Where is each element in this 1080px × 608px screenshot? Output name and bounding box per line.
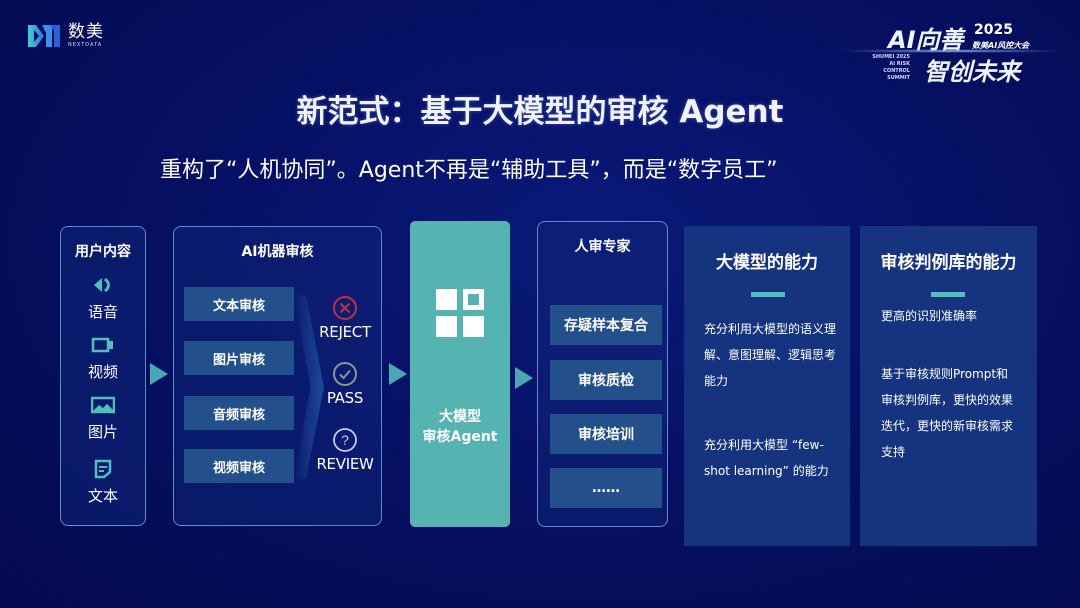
nextdata-logo-icon [28,25,60,47]
accent-bar [751,292,785,297]
expert-task-training: 审核培训 [550,414,662,454]
review-type-video: 视频审核 [184,449,294,483]
flow-arrow-3 [515,367,533,389]
llm-capability-panel: 大模型的能力 充分利用大模型的语义理 解、意图理解、逻辑思考 能力 充分利用大模… [684,226,850,546]
svg-text:?: ? [341,432,349,448]
badge-year: 2025 [974,22,1013,38]
badge-slogan-2: 智创未来 [924,58,1020,86]
slide-subtitle: 重构了“人机协同”。Agent不再是“辅助工具”，而是“数字员工” [160,158,778,183]
ai-review-title: AI机器审核 [241,244,314,260]
flow-arrow-2 [389,363,407,385]
case-library-paragraph-1: 更高的识别准确率 [881,309,978,323]
question-circle-icon: ? [333,428,357,452]
review-type-image: 图片审核 [184,341,294,375]
badge-subtitle: 数美AI风控大会 [972,41,1030,50]
check-circle-icon [333,362,357,386]
media-item-video: 视频 [61,335,145,382]
brand-name-cn: 数美 [68,22,104,42]
expert-task-more: …… [550,468,662,508]
user-content-panel: 用户内容 语音 视频 图片 文本 [60,226,146,526]
image-icon [91,396,115,414]
brand-name-en: NEXTDATA [68,42,103,48]
speaker-icon [94,277,110,293]
slide-title: 新范式：基于大模型的审核 Agent [296,94,784,130]
outcome-pass: PASS [310,361,380,407]
flow-arrow-1 [150,363,168,385]
llm-capability-paragraph-1: 充分利用大模型的语义理 解、意图理解、逻辑思考 能力 [704,322,837,388]
media-item-voice: 语音 [61,275,145,322]
media-item-text: 文本 [61,459,145,506]
outcome-review: ? REVIEW [310,427,380,473]
human-review-title: 人审专家 [574,239,631,255]
badge-en-text: SHUMEI 2025 AI RISK CONTROL SUMMIT [872,54,910,81]
ai-review-panel: AI机器审核 文本审核 图片审核 音频审核 视频审核 REJECT PASS ?… [173,226,382,526]
outcome-reject: REJECT [310,295,380,341]
human-review-panel: 人审专家 存疑样本复合 审核质检 审核培训 …… [537,221,668,527]
user-content-title: 用户内容 [75,244,131,260]
case-library-capability-panel: 审核判例库的能力 更高的识别准确率 基于审核规则Prompt和 审核判例库，更快… [860,226,1037,546]
expert-task-doubtful-samples: 存疑样本复合 [550,305,662,345]
event-badge: AI向善 2025 数美AI风控大会 SHUMEI 2025 AI RISK C… [850,14,1070,86]
x-circle-icon [333,296,357,320]
expert-task-quality-check: 审核质检 [550,360,662,400]
badge-slogan-1: AI向善 [888,26,964,54]
agent-panel: 大模型 审核Agent [410,221,510,527]
llm-capability-title: 大模型的能力 [716,253,818,273]
accent-bar [931,292,965,297]
media-item-image: 图片 [61,395,145,442]
review-type-audio: 音频审核 [184,396,294,430]
review-type-text: 文本审核 [184,287,294,321]
llm-capability-paragraph-2: 充分利用大模型 “few- shot learning” 的能力 [704,438,829,478]
case-library-paragraph-2: 基于审核规则Prompt和 审核判例库，更快的效果 迭代，更快的新审核需求 支持 [881,367,1014,459]
document-icon [94,459,112,479]
brand-logo: 数美 NEXTDATA [26,20,116,52]
case-library-capability-title: 审核判例库的能力 [880,253,1017,273]
video-camera-icon [91,337,113,353]
agent-label: 大模型 审核Agent [422,409,498,445]
grid-apps-icon [436,289,484,337]
